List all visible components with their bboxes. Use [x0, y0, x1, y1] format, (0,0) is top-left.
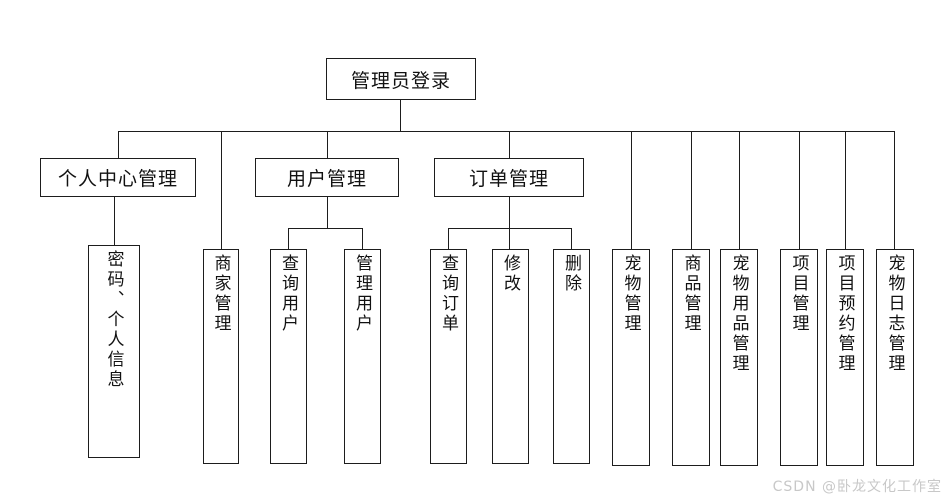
- direct-drop-5: [845, 131, 847, 249]
- user-group-drop-0: [288, 228, 290, 249]
- node-label: 商品管理: [681, 254, 701, 334]
- node-label: 项目管理: [789, 254, 809, 334]
- node-label: 管理用户: [353, 254, 372, 334]
- node-label: 宠物日志管理: [885, 254, 905, 374]
- direct-drop-6: [894, 131, 896, 249]
- node-label: 个人中心管理: [57, 169, 178, 190]
- node-label: 修改: [501, 254, 520, 294]
- node-label: 密码、个人信息: [104, 250, 124, 390]
- node-order-management[interactable]: 订单管理: [434, 158, 584, 197]
- node-label: 商家管理: [211, 254, 231, 334]
- node-label: 用户管理: [286, 169, 367, 190]
- node-query-order[interactable]: 查询订单: [430, 249, 467, 464]
- bus-line: [118, 131, 894, 133]
- order-group-drop-2: [571, 228, 573, 249]
- node-manage-user[interactable]: 管理用户: [344, 249, 381, 464]
- node-label: 宠物管理: [621, 254, 641, 334]
- direct-drop-2: [691, 131, 693, 249]
- user-group-bar: [288, 228, 362, 230]
- node-password-personal-info[interactable]: 密码、个人信息: [88, 245, 140, 458]
- node-project-booking-management[interactable]: 项目预约管理: [826, 249, 864, 466]
- order-group-stem: [509, 197, 511, 228]
- node-label: 查询订单: [439, 254, 458, 334]
- drop-to-level2-1: [327, 131, 329, 158]
- node-project-management[interactable]: 项目管理: [780, 249, 818, 466]
- node-query-user[interactable]: 查询用户: [270, 249, 307, 464]
- personal-center-stem: [114, 197, 116, 245]
- node-root[interactable]: 管理员登录: [326, 58, 476, 100]
- direct-drop-0: [221, 131, 223, 249]
- node-modify[interactable]: 修改: [492, 249, 529, 464]
- node-delete[interactable]: 删除: [553, 249, 590, 464]
- node-label: 删除: [562, 254, 581, 294]
- user-group-stem: [327, 197, 329, 228]
- node-pet-supplies-management[interactable]: 宠物用品管理: [720, 249, 758, 466]
- direct-drop-1: [631, 131, 633, 249]
- order-group-drop-1: [509, 228, 511, 249]
- node-goods-management[interactable]: 商品管理: [672, 249, 710, 466]
- node-personal-center[interactable]: 个人中心管理: [40, 158, 196, 197]
- order-group-drop-0: [448, 228, 450, 249]
- node-merchant-management[interactable]: 商家管理: [203, 249, 239, 464]
- drop-to-level2-0: [118, 131, 120, 158]
- node-pet-log-management[interactable]: 宠物日志管理: [876, 249, 914, 466]
- node-label: 管理员登录: [350, 70, 451, 92]
- direct-drop-3: [739, 131, 741, 249]
- node-label: 项目预约管理: [835, 254, 855, 374]
- node-label: 订单管理: [468, 169, 549, 190]
- drop-to-level2-2: [509, 131, 511, 158]
- user-group-drop-1: [362, 228, 364, 249]
- root-stem: [400, 100, 402, 131]
- node-label: 查询用户: [279, 254, 298, 334]
- csdn-watermark: CSDN @卧龙文化工作室: [772, 479, 942, 495]
- node-pet-management[interactable]: 宠物管理: [612, 249, 650, 466]
- node-user-management[interactable]: 用户管理: [255, 158, 399, 197]
- node-label: 宠物用品管理: [729, 254, 749, 374]
- direct-drop-4: [799, 131, 801, 249]
